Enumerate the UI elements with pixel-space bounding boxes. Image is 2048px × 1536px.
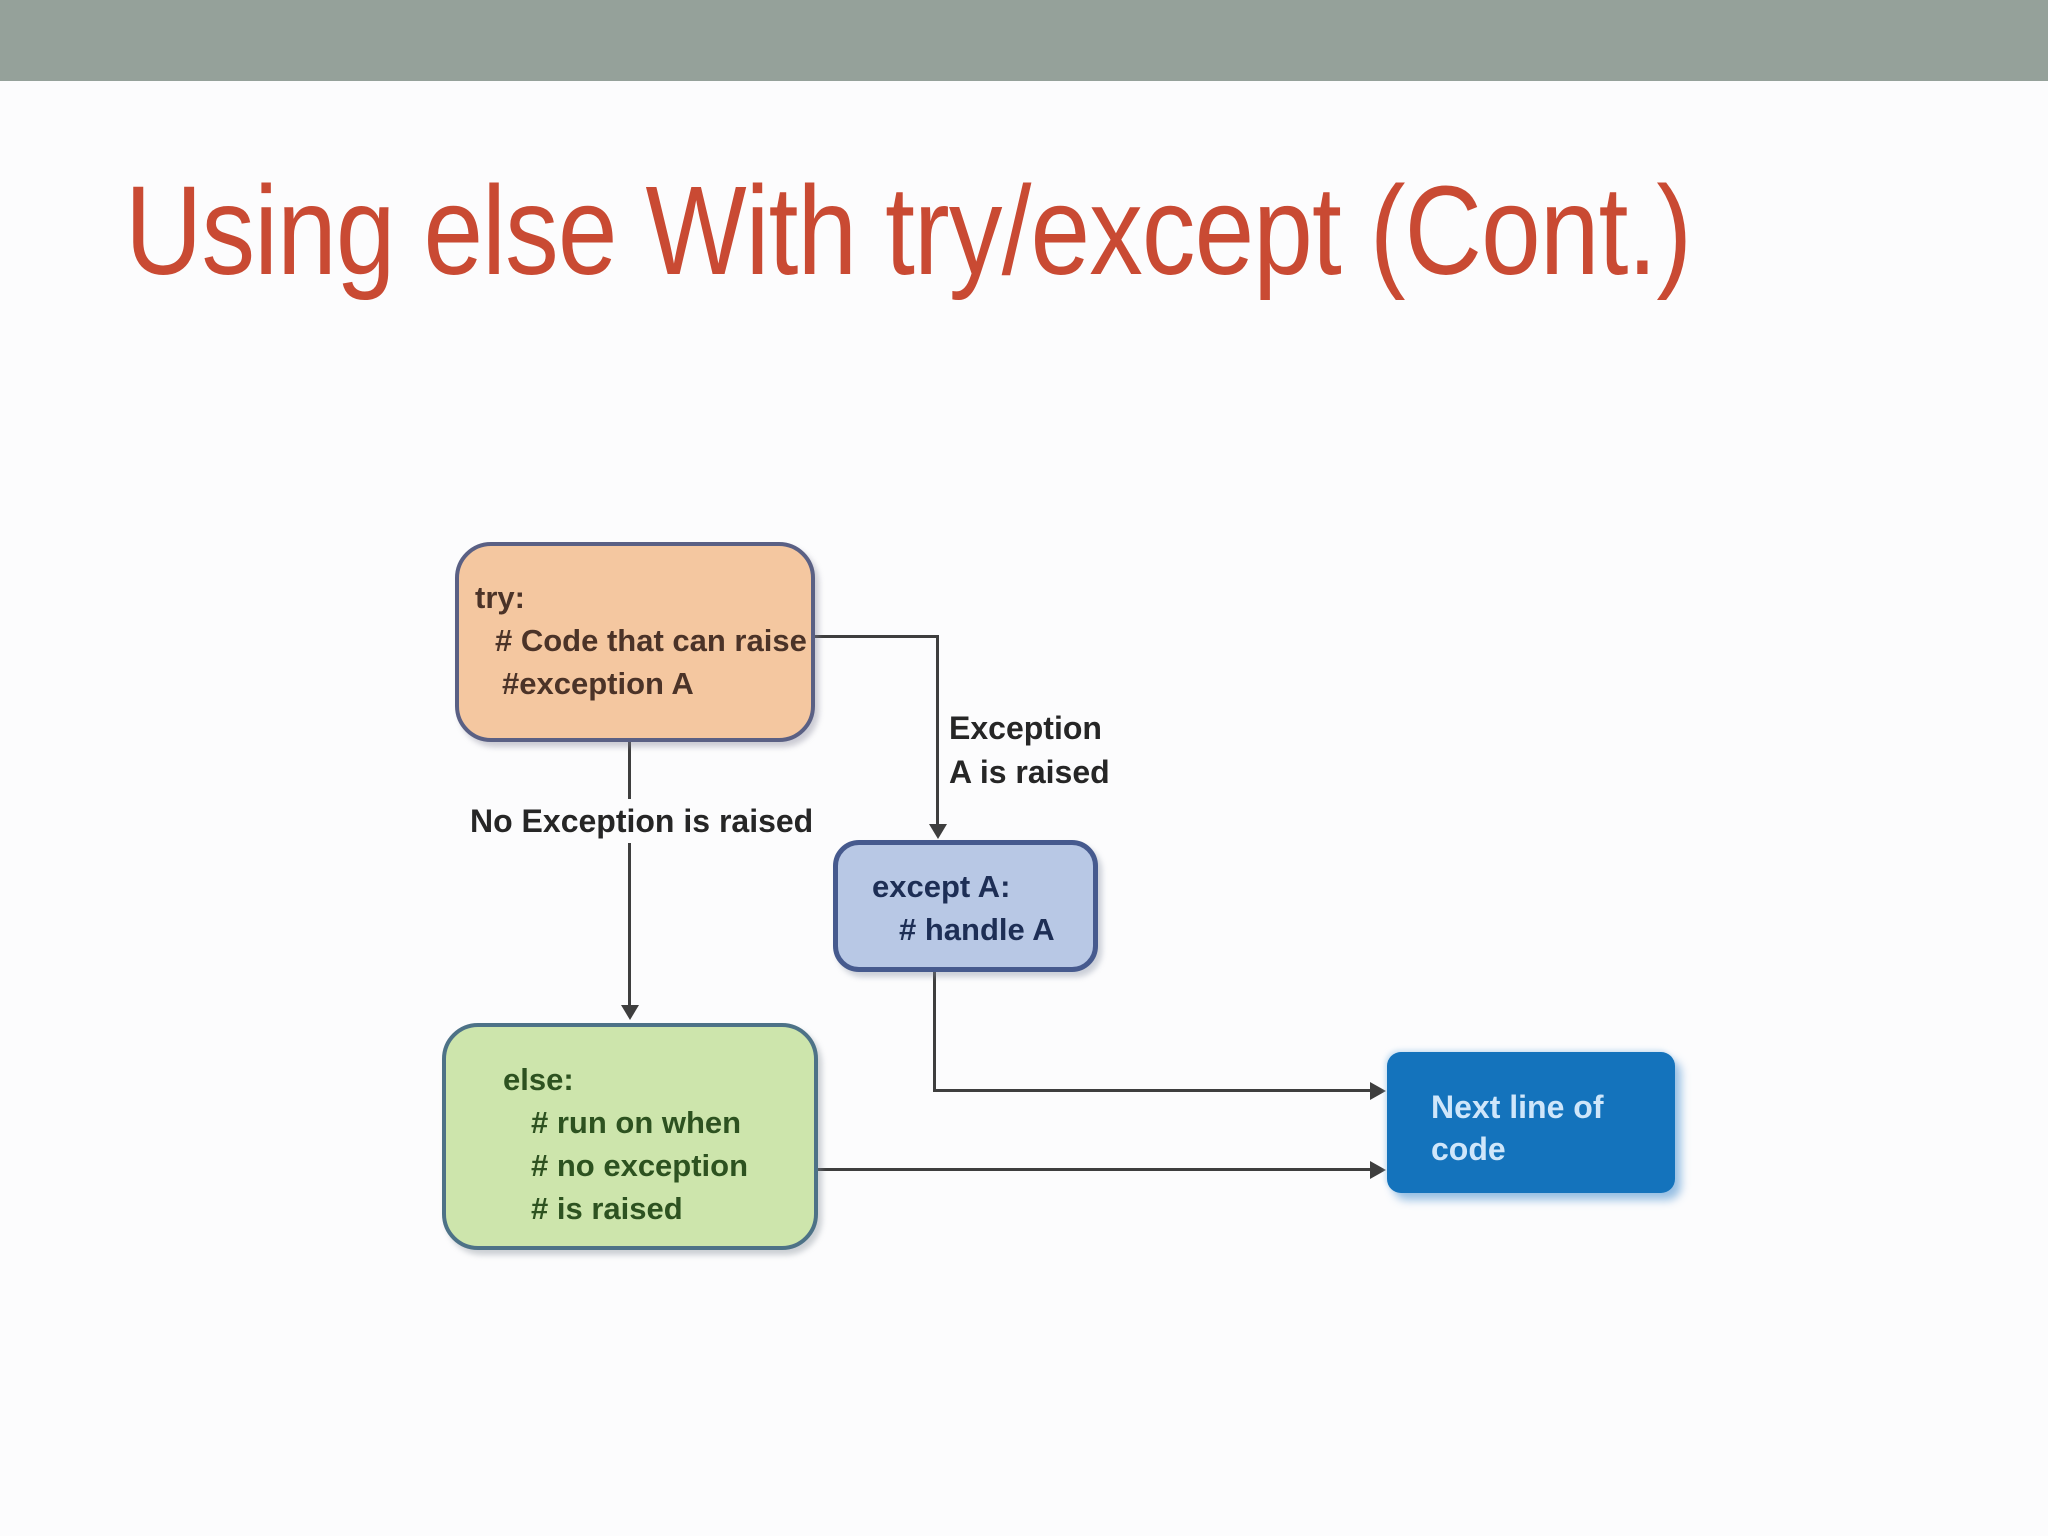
else-box-line1: else: [503, 1062, 574, 1097]
next-box-line2: code [1431, 1131, 1506, 1167]
next-box-line1: Next line of [1431, 1089, 1604, 1125]
else-box-line2: # run on when [531, 1105, 742, 1140]
slide-title: Using else With try/except (Cont.) [125, 160, 1692, 301]
top-accent-bar [0, 0, 2048, 81]
arrowhead-else-into-next [1370, 1161, 1386, 1179]
label-no-exception-raised: No Exception is raised [462, 799, 822, 843]
label-exception-line2: A is raised [949, 754, 1110, 790]
connector-try-to-except-horizontal [815, 635, 939, 638]
except-box-line2: # handle A [899, 912, 1055, 947]
connector-except-to-next-horizontal [933, 1089, 1373, 1092]
else-box-line4: # is raised [531, 1191, 683, 1226]
try-box-line2: # Code that can raise [495, 623, 807, 658]
else-box-line3: # no exception [531, 1148, 749, 1183]
flowchart-except-box: except A: # handle A [833, 840, 1098, 972]
connector-else-to-next [818, 1168, 1373, 1171]
connector-try-to-except-vertical [936, 635, 939, 827]
connector-except-to-next-vertical [933, 972, 936, 1092]
label-exception-a-raised: Exception A is raised [949, 706, 1110, 794]
arrowhead-except-into-next [1370, 1082, 1386, 1100]
except-box-line1: except A: [872, 869, 1011, 904]
arrowhead-into-except [929, 824, 947, 839]
flowchart-else-box: else: # run on when # no exception # is … [442, 1023, 818, 1250]
connector-try-to-else [628, 742, 631, 1008]
flowchart-next-line-box: Next line of code [1387, 1052, 1675, 1193]
arrowhead-into-else [621, 1005, 639, 1020]
label-exception-line1: Exception [949, 710, 1102, 746]
try-box-line3: #exception A [502, 666, 694, 701]
flowchart-try-box: try: # Code that can raise #exception A [455, 542, 815, 742]
try-box-line1: try: [475, 580, 525, 615]
